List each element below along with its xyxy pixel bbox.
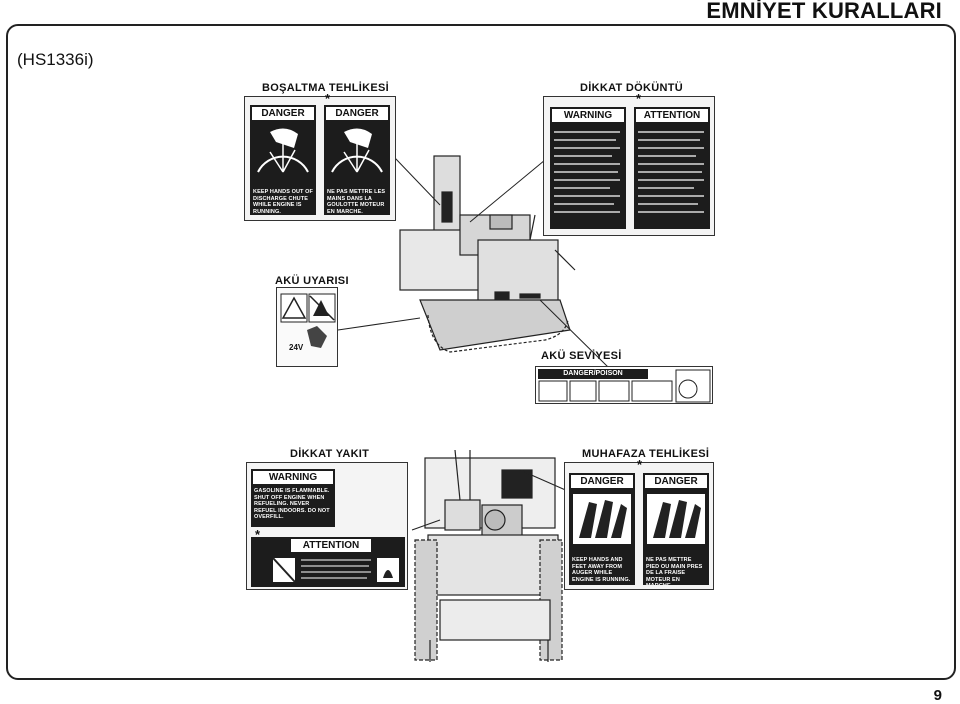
fuel-warning-decal: WARNING GASOLINE IS FLAMMABLE. SHUT OFF … (251, 469, 335, 527)
debris-decal-en: WARNING (550, 107, 626, 229)
page-header-title: EMNİYET KURALLARI (706, 0, 942, 23)
decal-text: KEEP HANDS OUT OF DISCHARGE CHUTE WHILE … (253, 189, 313, 215)
decal-header: WARNING (552, 109, 624, 122)
caption-fuel: DİKKAT YAKIT (290, 448, 370, 460)
auger-hazard-icon (647, 494, 705, 544)
decal-header: DANGER (252, 107, 314, 120)
caption-debris: DİKKAT DÖKÜNTÜ (580, 82, 683, 94)
decal-header: WARNING (253, 471, 333, 484)
auger-hazard-icon (573, 494, 631, 544)
snowblower-side-view (399, 155, 576, 353)
no-fire-fuel-icon (272, 557, 399, 583)
decal-header: ATTENTION (291, 539, 371, 552)
caption-battery-level: AKÜ SEVİYESİ (541, 350, 622, 362)
star-marker: * (325, 91, 331, 106)
snowblower-rear-view (414, 449, 563, 662)
decal-text: KEEP HANDS AND FEET AWAY FROM AUGER WHIL… (572, 557, 631, 583)
caption-battery-warning: AKÜ UYARISI (275, 275, 349, 287)
battery-warning-label: 24V (276, 287, 338, 367)
warning-text-block-icon (554, 131, 620, 213)
debris-caution-label: * WARNING ATTENTION (543, 91, 715, 236)
leader-lines (337, 157, 609, 531)
battery-hazard-icon (280, 293, 336, 348)
battery-level-icons (538, 369, 711, 403)
caption-guard: MUHAFAZA TEHLİKESİ (582, 448, 710, 460)
battery-level-label: DANGER/POISON (535, 366, 713, 404)
guard-decal-fr: DANGER NE PAS METTRE PIED OU MAIN PRES D… (643, 473, 709, 585)
guard-danger-label: * DANGER KEEP HANDS AND FEET AWAY FROM A… (564, 457, 714, 590)
decal-text: NE PAS METTRE LES MAINS DANS LA GOULOTTE… (327, 189, 386, 215)
model-label: (HS1336i) (17, 50, 94, 69)
star-marker: * (255, 527, 261, 542)
decal-header: ATTENTION (636, 109, 708, 122)
battery-voltage: 24V (289, 343, 304, 352)
discharge-decal-fr: DANGER NE PAS METTRE LES MAINS DANS LA G… (324, 105, 390, 215)
discharge-danger-label: * DANGER KEEP HANDS OUT OF DISCHARGE CHU… (244, 91, 396, 221)
fuel-attention-decal: ATTENTION (251, 537, 405, 587)
hand-in-chute-icon (257, 128, 309, 173)
content-frame (6, 24, 956, 680)
fuel-caution-label: WARNING GASOLINE IS FLAMMABLE. SHUT OFF … (246, 462, 408, 590)
debris-decal-fr: ATTENTION (634, 107, 710, 229)
guard-decal-en: DANGER KEEP HANDS AND FEET AWAY FROM AUG… (569, 473, 635, 585)
decal-text: GASOLINE IS FLAMMABLE. SHUT OFF ENGINE W… (254, 488, 330, 520)
star-marker: * (636, 91, 642, 106)
attention-text-block-icon (638, 131, 704, 213)
decal-text: NE PAS METTRE PIED OU MAIN PRES DE LA FR… (646, 557, 703, 585)
battery-level-header: DANGER/POISON (538, 369, 648, 379)
decal-header: DANGER (645, 475, 707, 488)
decal-header: DANGER (571, 475, 633, 488)
star-marker: * (637, 457, 643, 472)
hand-in-chute-icon (331, 128, 383, 173)
discharge-decal-en: DANGER KEEP HANDS OUT OF DISCHARGE CHUTE… (250, 105, 316, 215)
caption-discharge: BOŞALTMA TEHLİKESİ (262, 82, 390, 94)
decal-header: DANGER (326, 107, 388, 120)
page-number: 9 (933, 687, 942, 704)
